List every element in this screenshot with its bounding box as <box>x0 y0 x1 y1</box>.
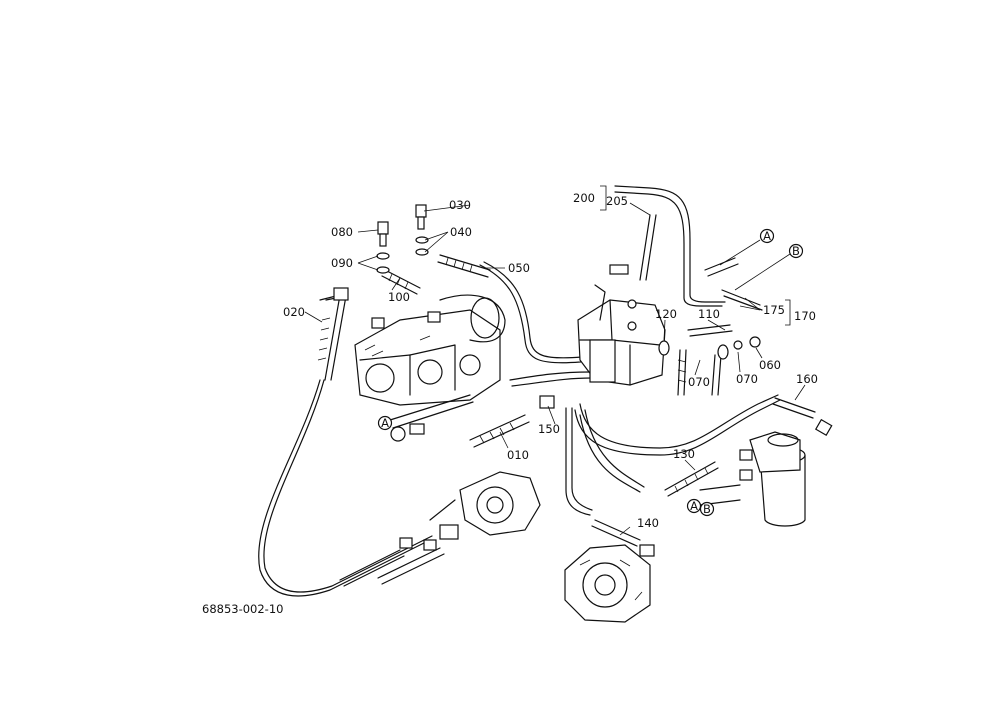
callout-150: 150 <box>538 422 560 436</box>
marker-a-bottom-label: A <box>690 499 698 513</box>
part-callouts: 020 030 040 050 080 090 100 120 110 070 … <box>283 191 818 530</box>
marker-a-top-label: A <box>763 229 771 243</box>
callout-010: 010 <box>507 448 529 462</box>
callout-060: 060 <box>759 358 781 372</box>
callout-120: 120 <box>655 307 677 321</box>
control-valve-assembly <box>577 264 666 386</box>
marker-b-bottom-label: B <box>703 502 711 516</box>
callout-110: 110 <box>698 307 720 321</box>
callout-040: 040 <box>450 225 472 239</box>
callout-050: 050 <box>508 261 530 275</box>
circled-markers: A B A A B <box>377 228 804 517</box>
callout-170: 170 <box>794 309 816 323</box>
marker-a-left <box>377 415 393 431</box>
callout-100: 100 <box>388 290 410 304</box>
hose-segments <box>317 254 833 587</box>
callout-130: 130 <box>673 447 695 461</box>
oil-filter-assembly <box>739 431 806 527</box>
main-pump-assembly <box>354 294 506 442</box>
callout-160: 160 <box>796 372 818 386</box>
leader-lines <box>304 185 806 536</box>
hydraulic-lines <box>258 185 781 597</box>
marker-b-bottom <box>699 501 715 517</box>
callout-080: 080 <box>331 225 353 239</box>
fasteners <box>376 204 729 409</box>
callout-070-right: 070 <box>736 372 758 386</box>
marker-b-top <box>788 243 804 259</box>
callout-200: 200 <box>573 191 595 205</box>
callout-175: 175 <box>763 303 785 317</box>
gear-case <box>564 544 651 623</box>
marker-a-bottom <box>686 498 702 514</box>
callout-205: 205 <box>606 194 628 208</box>
callout-140: 140 <box>637 516 659 530</box>
marker-a-left-label: A <box>381 416 389 430</box>
marker-a-top <box>759 228 775 244</box>
callout-070-left: 070 <box>688 375 710 389</box>
callout-020: 020 <box>283 305 305 319</box>
callout-090: 090 <box>331 256 353 270</box>
drawing-code: 68853-002-10 <box>202 602 283 616</box>
callout-030: 030 <box>449 198 471 212</box>
marker-b-top-label: B <box>792 244 800 258</box>
drive-motor-lower <box>429 471 541 540</box>
